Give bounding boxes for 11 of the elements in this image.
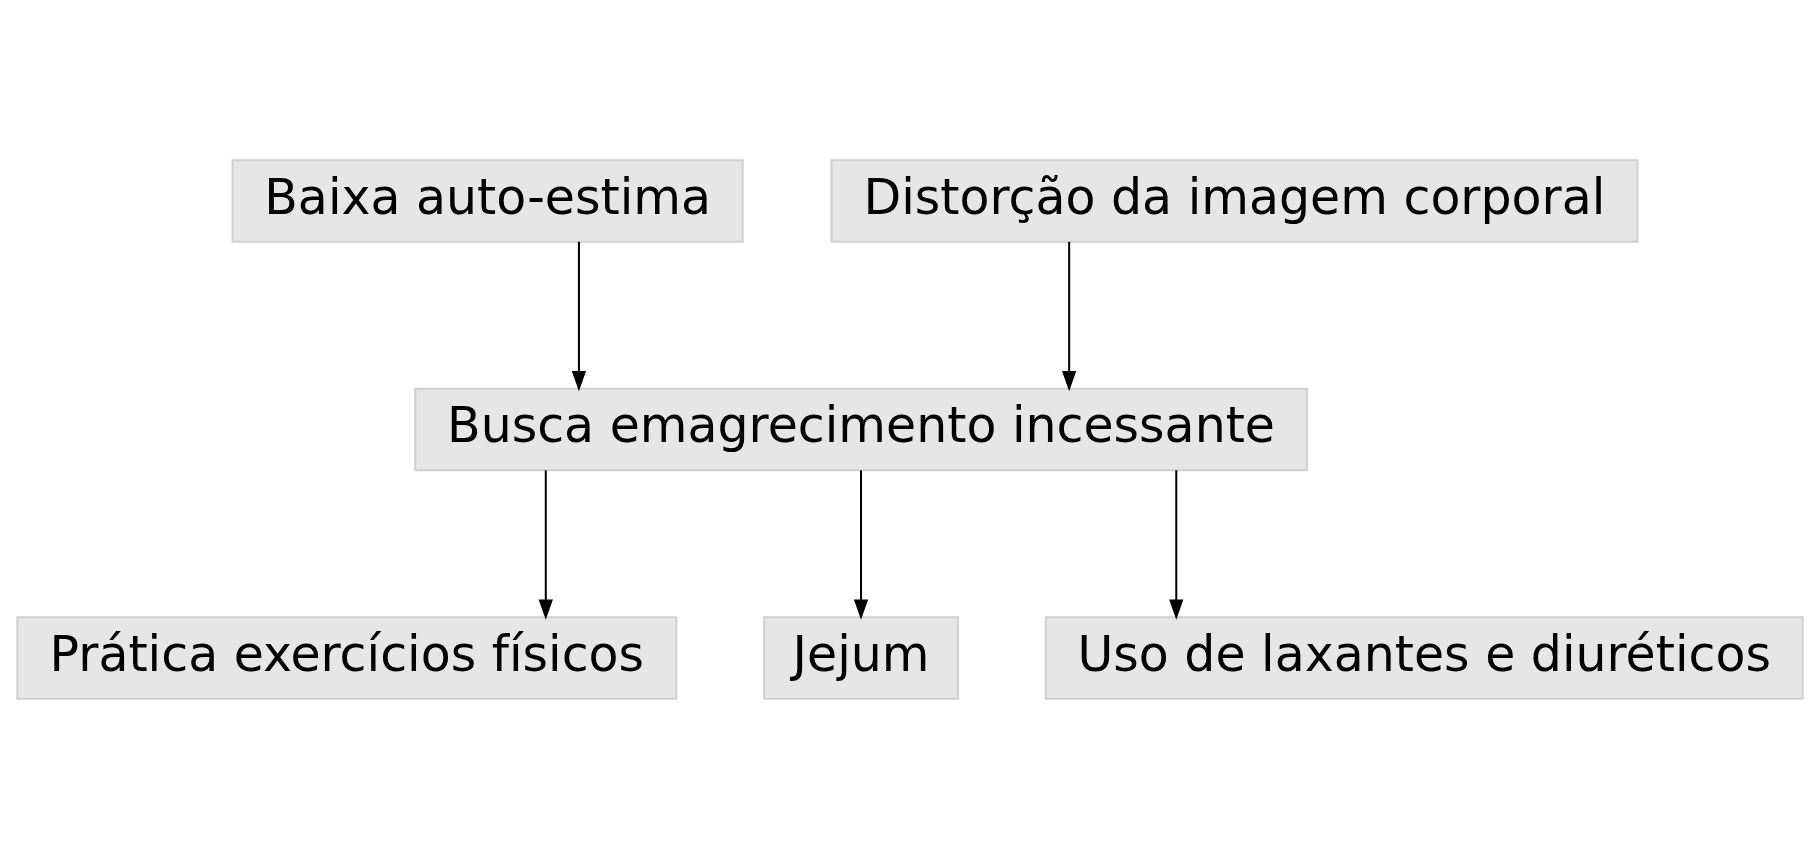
node-box: Distorção da imagem corporal bbox=[830, 158, 1639, 243]
arrow bbox=[571, 241, 587, 391]
arrow bbox=[1169, 469, 1184, 620]
arrow bbox=[538, 469, 553, 620]
node-box: Prática exercícios físicos bbox=[16, 615, 678, 700]
arrow bbox=[1062, 241, 1077, 391]
arrow bbox=[853, 469, 869, 620]
node-box: Uso de laxantes e diuréticos bbox=[1044, 615, 1804, 700]
node-box: Baixa auto-estima bbox=[231, 158, 744, 243]
node-box: Busca emagrecimento incessante bbox=[414, 387, 1308, 471]
node-box: Jejum bbox=[763, 615, 959, 700]
